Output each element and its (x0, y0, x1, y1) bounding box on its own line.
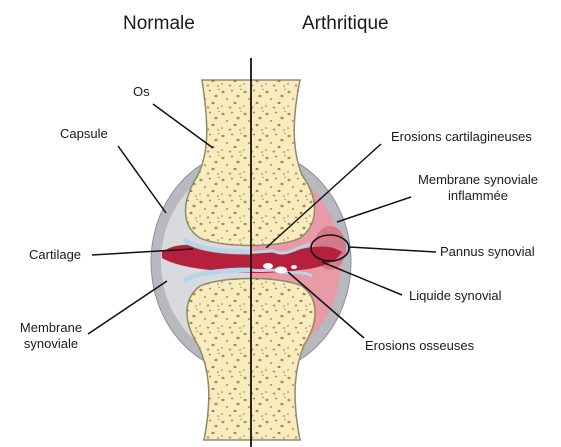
label-liquide-synovial: Liquide synovial (409, 288, 502, 304)
leader-pannus (349, 247, 436, 252)
label-cartilage: Cartilage (29, 247, 81, 263)
label-membrane-synoviale-line2: synoviale (13, 336, 89, 352)
header-normale: Normale (123, 13, 195, 35)
leader-capsule (118, 146, 166, 213)
label-capsule: Capsule (60, 126, 108, 142)
label-pannus-synovial: Pannus synovial (440, 244, 535, 260)
label-membrane-synoviale: Membrane synoviale (13, 320, 89, 352)
label-erosions-cartilagineuses: Erosions cartilagineuses (391, 129, 532, 145)
leader-membrane-synoviale (88, 281, 167, 334)
leader-os (153, 104, 213, 148)
header-arthritique: Arthritique (302, 13, 389, 35)
label-membrane-synoviale-line1: Membrane (13, 320, 89, 336)
label-membrane-inflammee-line1: Membrane synoviale (408, 172, 548, 188)
leader-membrane-inflammee (337, 197, 411, 222)
label-erosions-osseuses: Erosions osseuses (365, 338, 474, 354)
label-membrane-inflammee: Membrane synoviale inflammée (408, 172, 548, 204)
label-membrane-inflammee-line2: inflammée (408, 188, 548, 204)
label-os: Os (133, 84, 150, 100)
